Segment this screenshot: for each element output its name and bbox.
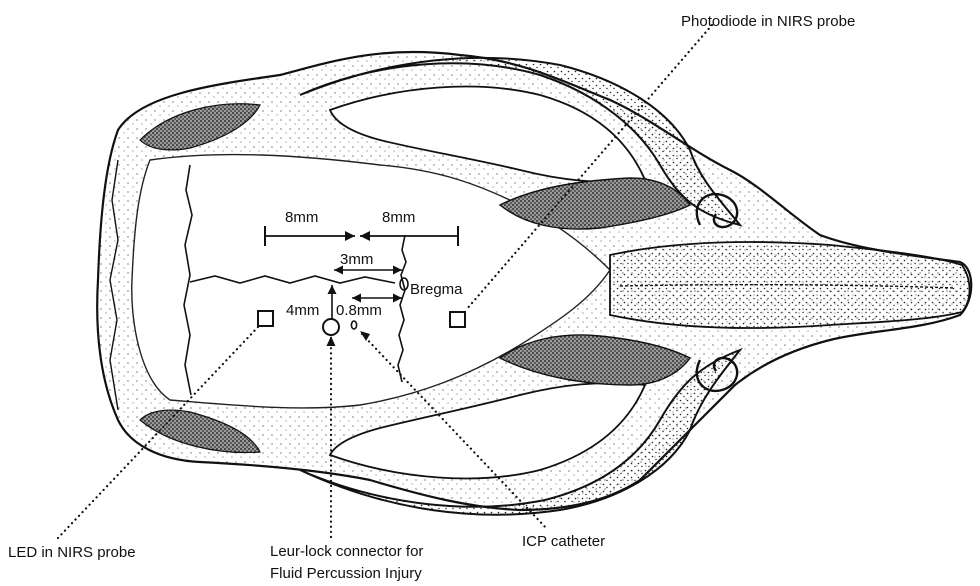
offset-label: 0.8mm xyxy=(336,302,382,319)
led-probe-marker xyxy=(258,311,273,326)
leur-lock-marker xyxy=(323,319,339,335)
skull-drawing xyxy=(97,52,971,515)
snout xyxy=(610,242,970,328)
led-label: LED in NIRS probe xyxy=(8,544,136,561)
icp-catheter-marker xyxy=(351,321,356,329)
photodiode-probe-marker xyxy=(450,312,465,327)
photodiode-label: Photodiode in NIRS probe xyxy=(681,13,855,30)
bregma-label: Bregma xyxy=(410,281,463,298)
leur-label-line2: Fluid Percussion Injury xyxy=(270,565,422,582)
mid-span-label: 3mm xyxy=(340,251,373,268)
leur-label-line1: Leur-lock connector for xyxy=(270,543,423,560)
right-span-label: 8mm xyxy=(382,209,415,226)
icp-label: ICP catheter xyxy=(522,533,605,550)
left-span-label: 8mm xyxy=(285,209,318,226)
vertical-label: 4mm xyxy=(286,302,319,319)
